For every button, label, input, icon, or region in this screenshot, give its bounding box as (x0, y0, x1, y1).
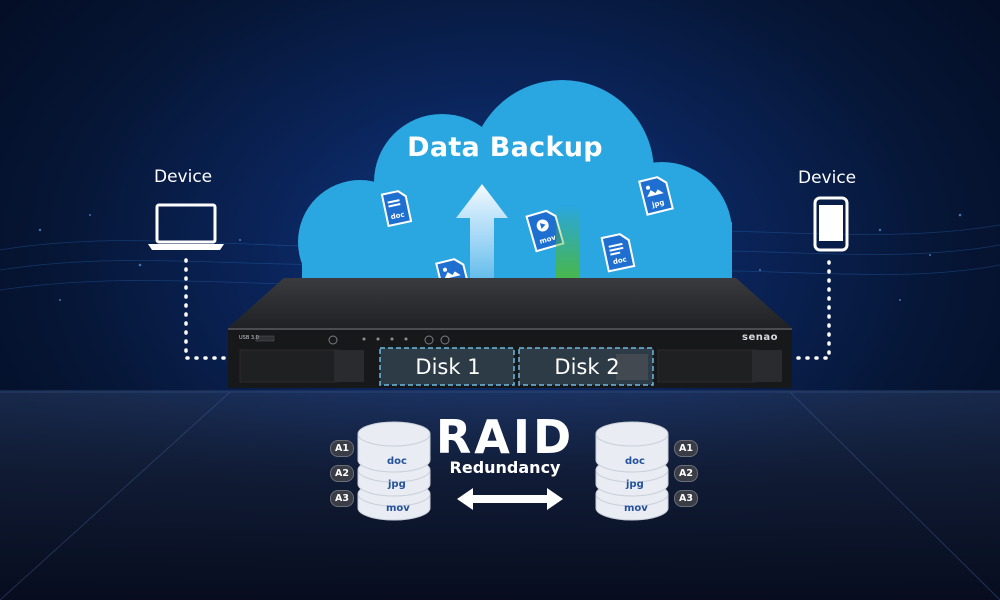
disk-bays (379, 347, 654, 386)
right-tag: A3 (674, 490, 698, 507)
left-tag: A3 (330, 490, 354, 507)
right-device-label: Device (798, 168, 857, 188)
disk1-label: Disk 1 (415, 355, 481, 379)
file-type-label: doc (612, 255, 627, 266)
jpg-file-icon: jpg (638, 176, 674, 216)
doc-file-icon: doc (380, 190, 413, 228)
right-tag: A2 (674, 465, 698, 482)
mov-file-icon: mov (525, 209, 565, 253)
left-device-label: Device (154, 167, 213, 187)
raid-title: RAID (435, 410, 575, 464)
left-database-stack (357, 421, 431, 521)
laptop-icon (148, 203, 224, 250)
right-db-type: doc (625, 456, 645, 467)
doc-file-icon: doc (600, 233, 636, 273)
left-tag: A1 (330, 440, 354, 457)
brand-logo-text: senao (742, 332, 778, 343)
cloud-title: Data Backup (407, 132, 603, 163)
right-database-stack (595, 421, 669, 521)
raid-subtitle: Redundancy (449, 458, 561, 477)
left-db-type: doc (387, 456, 407, 467)
right-tag: A1 (674, 440, 698, 457)
upload-arrow-icon (456, 184, 508, 316)
file-type-label: doc (390, 210, 405, 221)
right-db-type: mov (624, 503, 648, 514)
right-db-type: jpg (626, 479, 644, 490)
file-type-label: jpg (650, 198, 665, 209)
left-db-type: mov (386, 503, 410, 514)
disk2-label: Disk 2 (554, 355, 620, 379)
left-tag: A2 (330, 465, 354, 482)
smartphone-icon (813, 196, 849, 252)
left-db-type: jpg (388, 479, 406, 490)
bidirectional-arrow-icon (457, 488, 563, 510)
usb-port-label: USB 3.0 (239, 335, 259, 341)
